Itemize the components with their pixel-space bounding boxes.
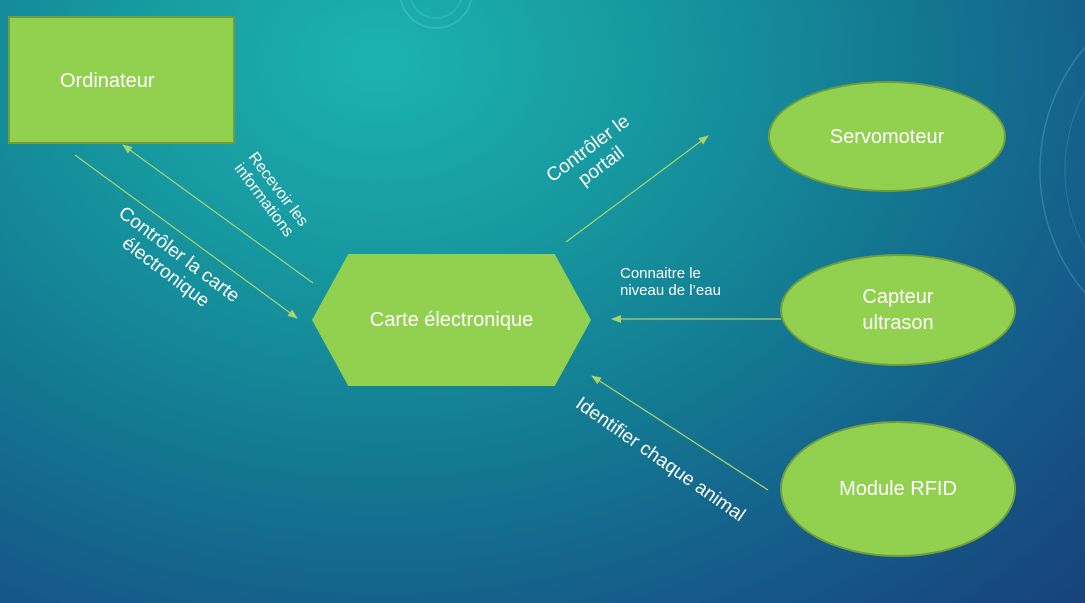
node-carte-label: Carte électronique	[369, 309, 534, 331]
node-capteur-label-line2: ultrason	[862, 312, 934, 334]
node-capteur-ultrason[interactable]: Capteur ultrason	[780, 254, 1016, 366]
arrow-rfid-to-carte	[591, 375, 769, 491]
edge-label-connaitre-line1: Connaitre le	[620, 265, 701, 282]
arrow-carte-to-servomoteur	[565, 135, 709, 243]
node-rfid-label: Module RFID	[839, 478, 957, 500]
node-servomoteur[interactable]: Servomoteur	[768, 81, 1006, 192]
arrow-carte-to-ordinateur	[122, 144, 314, 284]
edge-label-connaitre-niveau: Connaitre le niveau de l’eau	[620, 265, 721, 300]
edge-label-connaitre-line2: niveau de l’eau	[620, 282, 721, 300]
node-capteur-label-line1: Capteur	[862, 286, 934, 308]
node-module-rfid[interactable]: Module RFID	[780, 421, 1016, 557]
node-ordinateur[interactable]: Ordinateur	[8, 16, 235, 144]
node-carte-electronique[interactable]: Carte électronique	[312, 254, 591, 386]
arrow-ordinateur-to-carte	[74, 154, 298, 319]
node-ordinateur-label: Ordinateur	[60, 70, 155, 92]
node-servomoteur-label: Servomoteur	[829, 125, 945, 148]
